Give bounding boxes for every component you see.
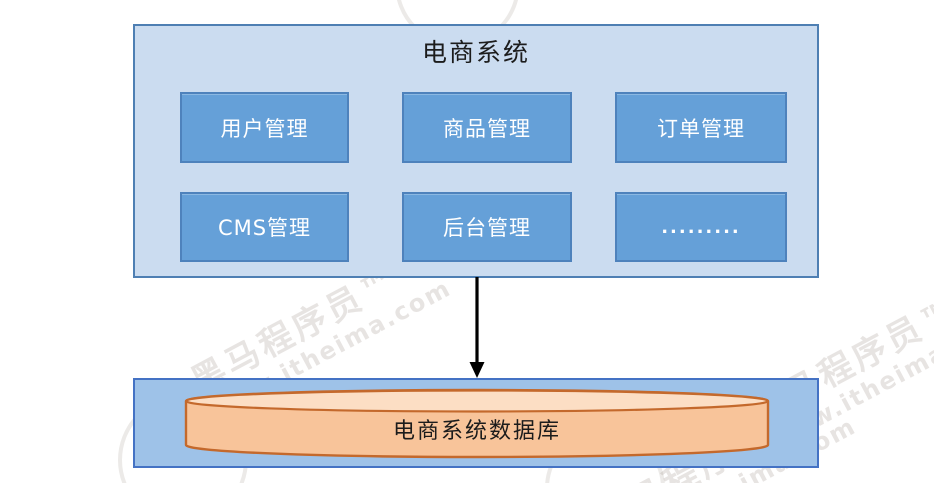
- module-label: 商品管理: [443, 116, 531, 141]
- module-box-cms: CMS管理: [180, 192, 349, 262]
- module-label: 用户管理: [220, 116, 309, 141]
- database-label: 电商系统数据库: [392, 419, 561, 444]
- module-box-product: 商品管理: [402, 92, 572, 163]
- down-arrow-icon: [469, 277, 485, 378]
- module-box-more: .........: [615, 192, 787, 262]
- module-box-admin: 后台管理: [402, 192, 572, 262]
- module-label: CMS管理: [217, 216, 312, 240]
- module-label: .........: [661, 216, 741, 238]
- system-container: 电商系统 用户管理 商品管理 订单管理 CMS管理 后台管理 .........: [133, 24, 819, 278]
- module-box-user: 用户管理: [180, 92, 349, 163]
- module-label: 后台管理: [443, 216, 531, 240]
- database-container: 电商系统数据库: [133, 378, 819, 468]
- module-box-order: 订单管理: [615, 92, 787, 163]
- database-cylinder-icon: [184, 388, 770, 459]
- system-title: 电商系统: [421, 38, 530, 67]
- module-label: 订单管理: [657, 116, 745, 141]
